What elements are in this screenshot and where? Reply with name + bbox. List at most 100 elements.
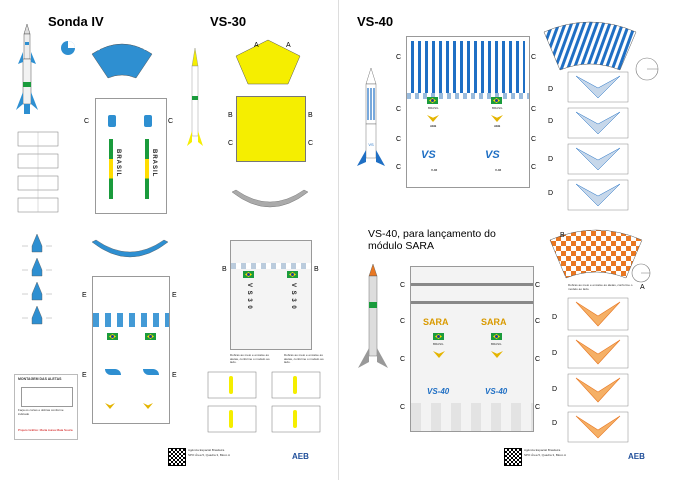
title-vs30: VS-30 xyxy=(210,14,247,29)
instructions-diagram xyxy=(21,387,73,407)
vs40-v02-right: V-02 xyxy=(495,168,502,172)
sara-top-band xyxy=(411,283,533,286)
footer-left-org: Agência Espacial Brasileira xyxy=(188,448,225,452)
vs30-letter-a1: A xyxy=(254,42,259,49)
vs30-nose-cone-piece xyxy=(235,39,301,85)
vs30-letter-c-right: C xyxy=(308,140,314,147)
vs40-flag-right xyxy=(491,97,502,104)
footer-right-address: SPO Área 5, Quadra 3, Bloco A xyxy=(524,453,567,457)
sonda-brasil-left: BRASIL xyxy=(115,149,121,178)
vs40-letter-c3r: C xyxy=(531,136,537,143)
vs40-letter-d4: D xyxy=(548,190,554,197)
sara-label-right: SARA xyxy=(481,317,507,327)
sara-rocket-illustration xyxy=(358,263,388,368)
vs30-body-sheet xyxy=(236,96,306,162)
sonda-iv-rocket-illustration xyxy=(16,23,38,114)
title-vs40: VS-40 xyxy=(357,14,394,29)
vs40-nose-cone-piece xyxy=(543,21,637,71)
sonda-fins-outline xyxy=(17,131,59,213)
sara-brasil-left: BRASIL xyxy=(433,342,444,346)
sara-body-sheet: SARA SARA BRASIL BRASIL VS-40 VS-40 xyxy=(410,266,534,432)
sara-label-left: SARA xyxy=(423,317,449,327)
vs40-aeb-left: AEB xyxy=(430,124,437,128)
sonda-brasil-right: BRASIL xyxy=(151,149,157,178)
sara-brasil-right: BRASIL xyxy=(491,342,502,346)
footer-right-logo: AEB xyxy=(628,452,645,461)
sonda-swoosh-right xyxy=(143,369,159,375)
page-divider xyxy=(338,0,339,480)
vs40-stripes xyxy=(411,41,525,93)
sonda-blue-tab-left xyxy=(108,115,116,127)
sara-letter-c4r: C xyxy=(535,404,541,411)
vs30-letter-b-right: B xyxy=(308,112,313,119)
vs40-letter-c2l: C xyxy=(396,106,402,113)
vs40-letter-c4r: C xyxy=(531,164,537,171)
sara-nose-cone-piece xyxy=(549,229,643,279)
vs40-fins-svg xyxy=(567,71,629,211)
sara-letter-d4: D xyxy=(552,420,558,427)
sara-mid-band xyxy=(411,301,533,304)
sara-letter-d2: D xyxy=(552,350,558,357)
instructions-credit: Projeto Gráfico: Maria Aurea Maia Souza xyxy=(18,428,73,432)
sara-note: Dobras ao meio e encaixe as aletas, conf… xyxy=(568,283,633,291)
vs30-flag-right xyxy=(287,271,298,278)
sara-logo-left: VS-40 xyxy=(427,387,450,396)
title-vs40-sara: VS-40, para lançamento do módulo SARA xyxy=(368,228,496,252)
vs40-flag-left xyxy=(427,97,438,104)
sonda-arc-strip xyxy=(91,239,169,258)
vs40-letter-d3: D xyxy=(548,156,554,163)
sara-letter-c3r: C xyxy=(535,356,541,363)
vs30-note-left: Dobras ao meio e encaixe as aletas, conf… xyxy=(230,353,270,365)
sara-letter-c1l: C xyxy=(400,282,406,289)
sara-letter-a: A xyxy=(640,284,645,291)
vs40-body-sheet: BRASIL BRASIL AEB AEB VS VS V-02 V-02 xyxy=(406,36,530,188)
vs40-letter-c3l: C xyxy=(396,136,402,143)
sonda-letter-e2l: E xyxy=(82,372,87,379)
vs30-note-right: Dobras ao meio e encaixe as aletas, conf… xyxy=(284,353,324,365)
vs30-letter-c-left: C xyxy=(228,140,234,147)
vs40-brasil-right: BRASIL xyxy=(492,106,503,110)
vs40-wings-right xyxy=(491,115,503,122)
sonda-stripe-right xyxy=(145,139,149,199)
sonda-flag-left xyxy=(107,333,118,340)
sonda-letter-c-right: C xyxy=(168,118,174,125)
vs40-letter-c1r: C xyxy=(531,54,537,61)
sara-letter-c1r: C xyxy=(535,282,541,289)
instructions-title: MONTAGEM DAS ALETAS xyxy=(18,377,62,381)
vs40-letter-d2: D xyxy=(548,118,554,125)
sara-letter-c3l: C xyxy=(400,356,406,363)
vs30-fins-pieces xyxy=(207,371,321,433)
sara-fins-column xyxy=(566,296,642,444)
vs40-letter-c2r: C xyxy=(531,106,537,113)
vs40-letter-c1l: C xyxy=(396,54,402,61)
sonda-checker-band xyxy=(93,313,169,327)
sonda-lower-body-sheet xyxy=(92,276,170,424)
sara-small-disk xyxy=(631,263,651,283)
svg-text:VS: VS xyxy=(368,142,374,147)
vs30-vertical-left: V S 3 0 xyxy=(246,283,252,310)
vs40-fins-column xyxy=(566,70,642,218)
vs40-letter-c4l: C xyxy=(396,164,402,171)
sonda-letter-e1l: E xyxy=(82,292,87,299)
sara-wings-right xyxy=(491,351,503,358)
footer-left-logo: AEB xyxy=(292,452,309,461)
sonda-swoosh-left xyxy=(105,369,121,375)
sara-wings-left xyxy=(433,351,445,358)
vs40-rocket-illustration: VS xyxy=(357,67,385,166)
vs40-logo-right: VS xyxy=(485,149,500,161)
sara-letter-c4l: C xyxy=(400,404,406,411)
sonda-letter-c-left: C xyxy=(84,118,90,125)
vs30-letter-a2: A xyxy=(286,42,291,49)
footer-right-org: Agência Espacial Brasileira xyxy=(524,448,561,452)
sara-logo-right: VS-40 xyxy=(485,387,508,396)
vs30-gray-arc xyxy=(231,189,309,208)
vs30-rocket-illustration xyxy=(187,47,203,146)
sara-flag-right xyxy=(491,333,502,340)
vs40-wings-left xyxy=(427,115,439,122)
sonda-letter-e2r: E xyxy=(172,372,177,379)
vs30-letter-b2l: B xyxy=(222,266,227,273)
sara-bottom-panel xyxy=(411,403,533,431)
sara-letter-c2l: C xyxy=(400,318,406,325)
sara-flag-left xyxy=(433,333,444,340)
vs40-brasil-left: BRASIL xyxy=(428,106,439,110)
